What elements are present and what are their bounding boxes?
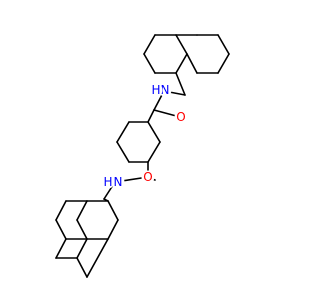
bond-line (55, 219, 67, 240)
bond-line (55, 200, 67, 221)
atom-label-n: N (114, 175, 123, 189)
atom-label-n: N (161, 83, 170, 97)
atom-label-background (174, 110, 188, 124)
bond-line (76, 200, 88, 221)
bond-line (76, 238, 88, 259)
bond-line (217, 34, 230, 55)
atom-label-background (111, 175, 125, 189)
bond-line (147, 109, 155, 123)
bond-line (86, 238, 109, 278)
bond-line (143, 53, 156, 74)
bond-line (217, 53, 230, 74)
bond-line (186, 53, 198, 74)
bond-line (107, 200, 119, 221)
bond-line (55, 238, 67, 259)
bond-line (147, 141, 161, 163)
atom-label-o: O (176, 110, 185, 124)
bond-line (175, 53, 188, 74)
atom-label-h: H (103, 175, 112, 189)
atom-label-background (101, 175, 115, 189)
bond-line (116, 141, 130, 163)
atom-label-background (158, 83, 172, 97)
atom-label-o: O (143, 170, 152, 184)
bond-line (116, 121, 130, 143)
bond-line (175, 34, 188, 55)
bond-line (107, 219, 119, 240)
bond-line (76, 219, 88, 240)
atom-label-background (141, 170, 155, 184)
bond-line (76, 257, 88, 278)
atom-label-background (149, 83, 163, 97)
atom-label-h: H (151, 83, 160, 97)
bond-line (175, 72, 186, 96)
bond-line (143, 34, 156, 55)
bond-line (147, 121, 161, 143)
